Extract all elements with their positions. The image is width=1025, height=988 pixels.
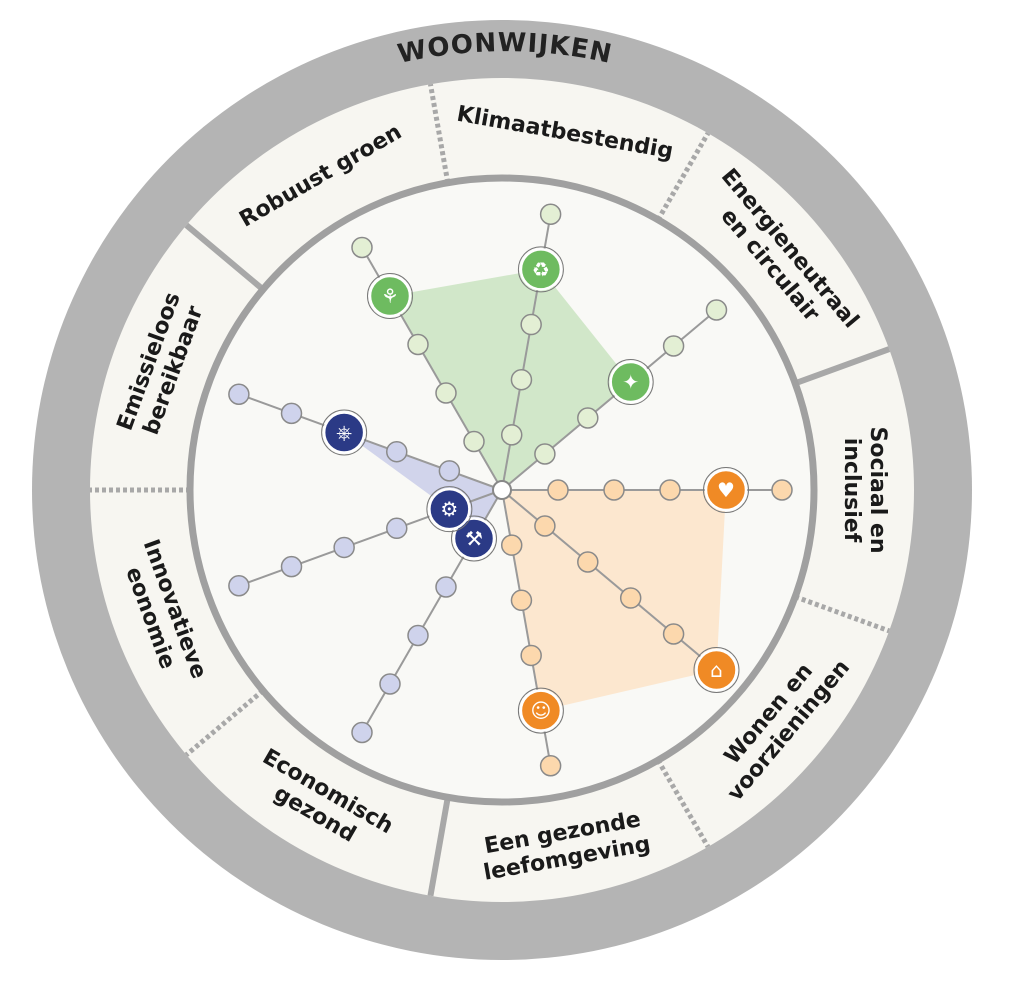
score-node — [228, 575, 250, 597]
svg-text:⎈: ⎈ — [336, 421, 352, 445]
people-icon: ☺ — [517, 687, 564, 734]
score-node — [379, 673, 401, 695]
score-node — [407, 333, 429, 356]
segment-divider — [427, 796, 451, 897]
svg-text:♻: ♻ — [532, 257, 550, 281]
score-node — [705, 299, 728, 321]
vehicles-icon: ⎈ — [321, 409, 368, 456]
score-node — [280, 402, 303, 425]
score-node — [500, 424, 523, 446]
score-node — [435, 576, 457, 598]
score-node — [662, 623, 685, 645]
center-node — [492, 480, 512, 500]
segment-divider — [427, 83, 451, 184]
segment-divider — [655, 758, 711, 849]
score-node — [771, 479, 793, 501]
network-icon: ✦ — [607, 359, 654, 406]
score-node — [500, 534, 523, 556]
segment-label-line: inclusief — [839, 438, 864, 543]
houses-icon: ⌂ — [693, 646, 740, 693]
tree-icon: ⚘ — [367, 273, 413, 320]
score-node — [603, 479, 625, 501]
score-node — [619, 587, 642, 609]
heart-hand-icon: ♥ — [703, 467, 749, 513]
score-node — [407, 624, 429, 647]
score-node — [386, 517, 408, 540]
lightbulb-gear-icon: ⚙ — [426, 486, 473, 533]
score-node — [539, 203, 562, 226]
recycle-leaf-icon: ♻ — [517, 246, 564, 293]
score-node — [520, 644, 542, 667]
segment-divider — [184, 688, 265, 757]
svg-text:⚙: ⚙ — [440, 497, 458, 521]
orange-score-area — [502, 490, 726, 711]
score-node — [333, 536, 355, 559]
segment-divider — [794, 594, 891, 634]
score-node — [386, 440, 408, 463]
green-score-area — [390, 269, 631, 490]
spokes: ⚘ ♻ ✦ ♥ ⌂ ☺ ⚒ ⚙ ⎈ — [228, 203, 793, 777]
score-polygons — [344, 269, 726, 711]
svg-text:✦: ✦ — [622, 370, 639, 394]
score-node — [228, 383, 250, 405]
svg-text:⌂: ⌂ — [710, 658, 723, 682]
segment-divider — [794, 346, 891, 387]
segment-label-line: Sociaal en — [865, 426, 890, 553]
svg-text:⚘: ⚘ — [381, 284, 399, 308]
score-node — [659, 479, 681, 501]
score-node — [534, 515, 556, 537]
score-node — [547, 479, 569, 501]
segment-dividers — [90, 83, 891, 897]
score-node — [351, 236, 373, 259]
segment-divider — [184, 222, 265, 292]
segment-divider — [655, 131, 711, 222]
score-node — [534, 443, 556, 465]
svg-text:☺: ☺ — [530, 699, 551, 723]
score-node — [510, 589, 533, 612]
score-node — [463, 430, 485, 453]
score-node — [539, 754, 562, 777]
score-node — [510, 368, 533, 391]
score-node — [520, 313, 542, 336]
score-node — [351, 721, 373, 744]
score-node — [438, 460, 461, 482]
score-node — [577, 551, 599, 573]
svg-text:⚒: ⚒ — [465, 526, 483, 550]
score-node — [280, 555, 303, 578]
svg-text:♥: ♥ — [717, 478, 735, 502]
factory-icon: ⚒ — [451, 515, 497, 562]
score-node — [435, 382, 457, 404]
score-node — [577, 407, 599, 429]
score-node — [662, 335, 685, 357]
